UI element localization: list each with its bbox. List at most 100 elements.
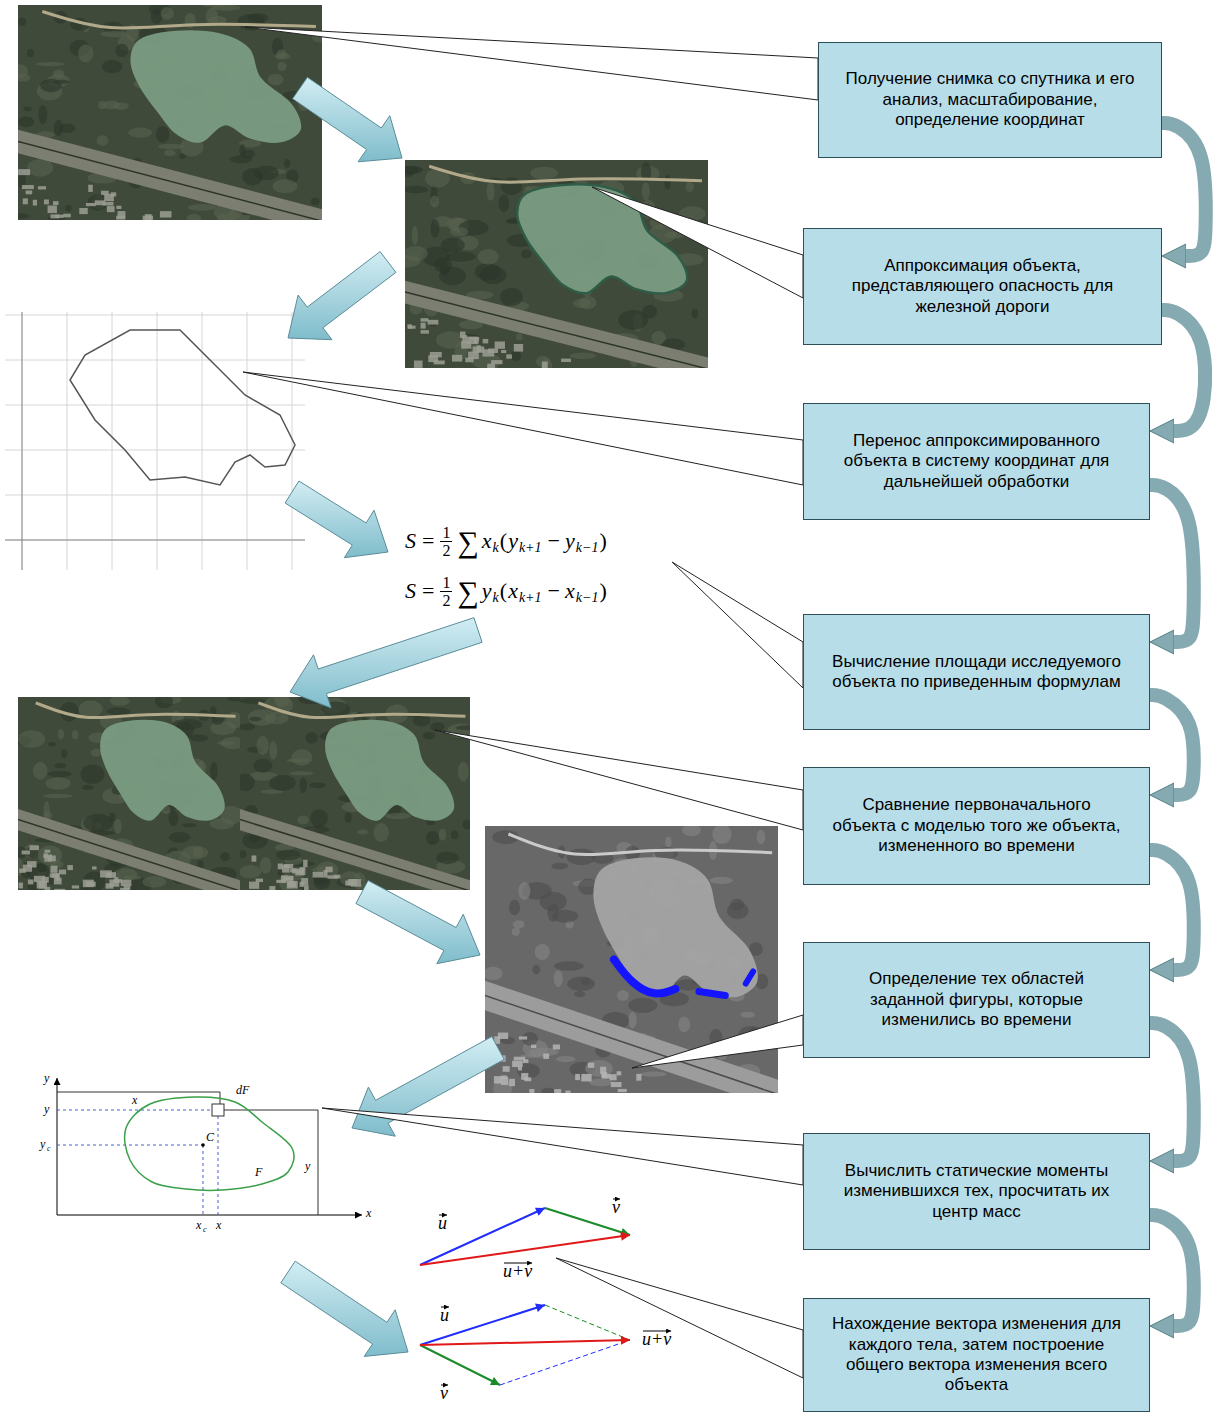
image-texture — [291, 749, 312, 765]
image-texture — [182, 846, 208, 859]
image-texture — [276, 50, 286, 59]
dirt-track — [429, 166, 702, 182]
formula-symbol: k−1 — [576, 591, 599, 605]
dashed-guide — [57, 1110, 212, 1111]
building — [19, 883, 23, 889]
formula-symbol: k — [493, 591, 499, 605]
image-texture — [692, 309, 698, 318]
image-texture — [168, 810, 178, 826]
axis-label: C — [206, 1131, 214, 1143]
axis-label: y — [305, 1160, 310, 1172]
formula-symbol: ) — [599, 530, 606, 552]
building — [256, 879, 263, 882]
image-texture — [551, 863, 568, 870]
building — [63, 214, 71, 218]
formula-symbol: = — [422, 580, 434, 602]
image-texture — [27, 49, 34, 57]
image-texture — [277, 62, 286, 71]
building — [283, 876, 294, 880]
building — [494, 1076, 502, 1083]
image-texture — [58, 729, 64, 740]
image-texture — [206, 8, 218, 25]
water-body — [593, 857, 758, 997]
block-arrow — [356, 881, 480, 964]
callout-wedge — [322, 1108, 803, 1185]
formula-symbol: = — [422, 530, 434, 552]
formula-symbol: 1 — [442, 575, 450, 591]
axis-label: c — [203, 1226, 207, 1234]
image-texture — [18, 116, 34, 127]
building — [23, 198, 28, 204]
image-texture — [712, 826, 731, 844]
image-texture — [242, 150, 255, 159]
axis-label: x — [216, 1219, 221, 1231]
image-texture — [458, 762, 469, 782]
image-texture — [164, 150, 176, 157]
building — [83, 880, 94, 888]
image-texture — [155, 697, 173, 708]
image-texture — [79, 700, 103, 717]
dirt-track — [36, 703, 236, 718]
image-texture — [426, 831, 439, 845]
building — [109, 880, 119, 887]
image-texture — [530, 167, 558, 180]
water-body — [517, 184, 687, 293]
image-texture — [345, 812, 352, 823]
building — [287, 881, 298, 889]
image-texture — [651, 331, 665, 345]
building — [495, 341, 505, 348]
image-texture — [628, 1012, 636, 1029]
image-texture — [628, 998, 657, 1013]
flow-arrow — [1150, 1023, 1194, 1161]
vector-label: u+v — [503, 1262, 532, 1280]
building — [601, 1072, 607, 1078]
coordinate-grid — [5, 312, 305, 570]
building — [95, 200, 106, 205]
image-texture — [574, 991, 585, 997]
image-texture — [309, 782, 326, 788]
image-texture — [53, 69, 65, 78]
block-arrow — [285, 481, 388, 558]
image-texture — [33, 762, 48, 779]
process-box: Вычислить статические моменты изменивших… — [803, 1133, 1150, 1250]
formula-symbol: y — [508, 530, 518, 552]
image-texture — [220, 852, 229, 861]
building — [116, 206, 121, 209]
flow-arrow — [1150, 695, 1194, 795]
image-texture — [227, 697, 240, 701]
figure-outline — [125, 1097, 294, 1190]
dirt-track — [258, 703, 465, 718]
image-texture — [299, 777, 306, 792]
building — [303, 860, 307, 867]
image-texture — [513, 920, 525, 928]
building — [145, 214, 152, 220]
centroid-diagram — [57, 1078, 362, 1215]
building — [491, 360, 502, 364]
image-texture — [72, 730, 79, 739]
image-texture — [478, 249, 499, 265]
changed-area — [614, 960, 676, 994]
building — [609, 1074, 616, 1080]
block-arrow — [290, 618, 482, 708]
image-texture — [169, 832, 191, 843]
building — [414, 361, 423, 368]
vector-arrow — [420, 1345, 500, 1385]
image-texture — [456, 725, 470, 730]
building — [561, 359, 571, 362]
building — [421, 330, 429, 334]
building — [67, 865, 73, 870]
building — [506, 354, 512, 358]
formula-symbol: 1 — [442, 525, 450, 541]
image-texture — [412, 225, 418, 244]
building — [22, 851, 30, 855]
building — [251, 855, 256, 861]
image-texture — [240, 850, 247, 858]
image-texture — [740, 1012, 755, 1018]
image-texture — [434, 258, 452, 273]
building — [56, 874, 60, 881]
image-texture — [499, 194, 510, 212]
image-texture — [439, 828, 447, 840]
image-texture — [188, 204, 217, 211]
grid-line — [157, 312, 158, 570]
